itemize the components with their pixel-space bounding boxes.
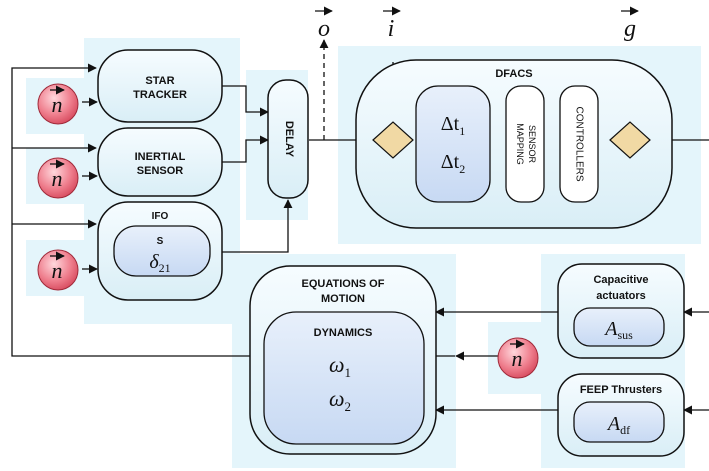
ifo-block: IFO S δ21 xyxy=(97,201,223,301)
star-to-delay xyxy=(222,85,269,117)
inertial-label-1: INERTIAL xyxy=(135,151,186,163)
noise-n-icon: n xyxy=(52,258,63,283)
dfacs-title: DFACS xyxy=(495,68,532,80)
signal-g: g xyxy=(621,6,639,42)
noise-n-icon: n xyxy=(512,346,523,371)
svg-text:i: i xyxy=(388,16,395,42)
dfacs-input-junction xyxy=(372,121,414,159)
feep-thrusters-block: FEEP Thrusters Adf xyxy=(557,373,685,457)
capacitive-label-2: actuators xyxy=(596,290,646,302)
svg-text:g: g xyxy=(624,16,636,42)
inertial-label-2: SENSOR xyxy=(137,165,184,177)
delay-block: DELAY xyxy=(267,79,309,199)
controllers-block xyxy=(559,85,599,203)
noise-n-icon: n xyxy=(52,166,63,191)
dt1-var: Δt1 xyxy=(441,113,465,138)
inertial-to-delay xyxy=(222,135,269,163)
ifo-delta-var: δ21 xyxy=(149,251,170,275)
feedback-line xyxy=(11,63,455,357)
noise-source-star: n xyxy=(37,83,79,125)
dfacs-block: DFACS Δt1 Δt2 SENSOR MAPPING CONTROLLERS xyxy=(355,59,673,229)
dt-block xyxy=(415,85,491,203)
star-tracker-block: STAR TRACKER xyxy=(97,49,223,123)
feep-title: FEEP Thrusters xyxy=(580,384,662,396)
a-sus-var: Asus xyxy=(603,318,633,342)
sensor-mapping-label-1: SENSOR xyxy=(527,125,537,164)
a-df-var: Adf xyxy=(606,413,630,437)
capacitive-label-1: Capacitive xyxy=(593,274,648,286)
capacitive-actuators-block: Capacitive actuators Asus xyxy=(557,263,685,359)
sensor-mapping-label-2: MAPPING xyxy=(515,123,525,165)
dfacs-output-junction xyxy=(609,121,651,159)
omega2-var: ω2 xyxy=(329,386,351,414)
svg-text:o: o xyxy=(318,16,330,42)
omega1-var: ω1 xyxy=(329,352,351,380)
noise-source-dynamics: n xyxy=(497,337,539,379)
eom-label-1: EQUATIONS OF xyxy=(302,278,385,290)
controllers-label: CONTROLLERS xyxy=(573,106,584,181)
inertial-sensor-block: INERTIAL SENSOR xyxy=(97,127,223,197)
eom-block: EQUATIONS OF MOTION DYNAMICS ω1 ω2 xyxy=(249,265,437,455)
ifo-title: IFO xyxy=(152,211,169,222)
signal-i: i xyxy=(383,6,401,42)
dynamics-block xyxy=(263,311,425,445)
signal-o: o xyxy=(315,6,333,42)
noise-source-inertial: n xyxy=(37,157,79,199)
sensor-mapping-block xyxy=(505,85,545,203)
noise-n-icon: n xyxy=(52,92,63,117)
dynamics-label: DYNAMICS xyxy=(314,327,373,339)
star-tracker-label-2: TRACKER xyxy=(133,89,187,101)
dt2-var: Δt2 xyxy=(441,151,465,176)
delay-label: DELAY xyxy=(283,121,295,158)
ifo-to-delay xyxy=(212,199,293,253)
eom-label-2: MOTION xyxy=(321,293,365,305)
noise-source-ifo: n xyxy=(37,249,79,291)
ifo-s-label: S xyxy=(157,236,164,247)
star-tracker-label-1: STAR xyxy=(145,75,174,87)
